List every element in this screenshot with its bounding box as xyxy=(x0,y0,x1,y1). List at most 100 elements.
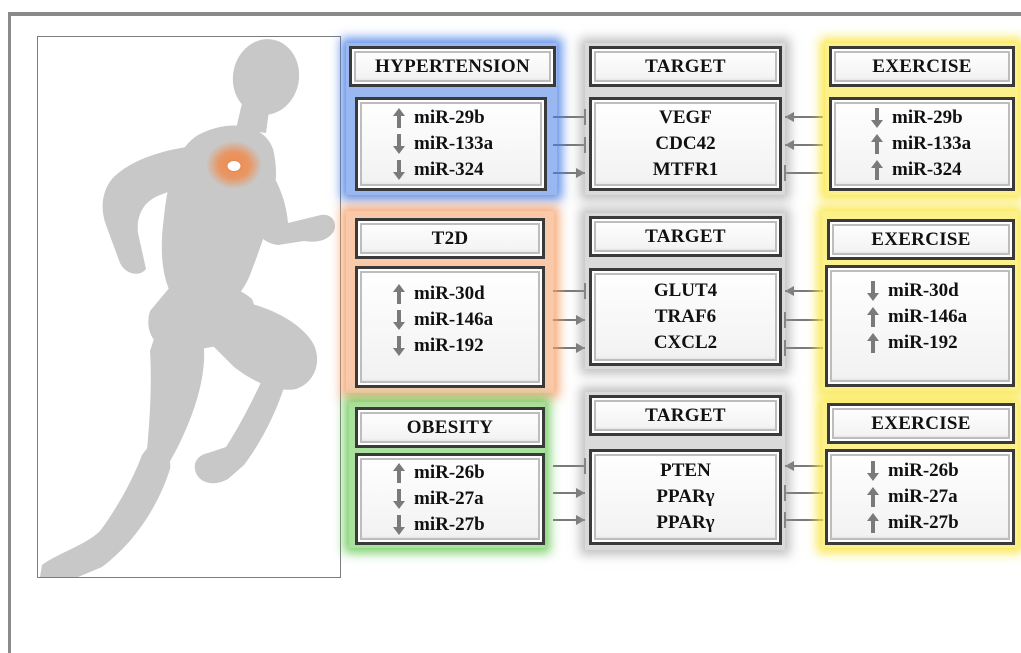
exercise-2-mir-row-1: miR-30d xyxy=(866,278,1012,304)
hypertension-mirna-box: miR-29b miR-133a miR-324 xyxy=(355,97,547,191)
down-arrow-icon xyxy=(392,310,406,330)
inhibition-bar-left-2-1 xyxy=(553,283,586,299)
exercise-1-mir-row-1: miR-29b xyxy=(870,105,1012,131)
target-1-1: VEGF xyxy=(659,107,712,128)
inhibition-bar-left-1-1 xyxy=(553,109,586,125)
obesity-label: OBESITY xyxy=(406,416,494,438)
up-arrow-icon xyxy=(392,108,406,128)
activation-arrow-left-1-3 xyxy=(553,168,585,178)
inhibition-bar-right-2-2 xyxy=(784,312,823,328)
down-arrow-icon xyxy=(392,336,406,356)
activation-arrow-left-2-2 xyxy=(553,315,585,325)
exercise-2-mir-1: miR-30d xyxy=(888,280,959,301)
inhibition-bar-left-3-1 xyxy=(553,458,586,474)
exercise-label-2: EXERCISE xyxy=(871,228,971,250)
obesity-mir-row-1: miR-26b xyxy=(392,460,542,486)
activation-arrow-left-3-3 xyxy=(553,515,585,525)
obesity-mir-row-3: miR-27b xyxy=(392,512,542,538)
activation-arrow-right-1-2 xyxy=(785,140,823,150)
inhibition-bar-right-3-2 xyxy=(784,485,823,501)
hypertension-mir-row-3: miR-324 xyxy=(392,157,544,183)
up-arrow-icon xyxy=(866,333,880,353)
down-arrow-icon xyxy=(392,134,406,154)
t2d-mir-1: miR-30d xyxy=(414,283,485,304)
target-label-2: TARGET xyxy=(645,225,726,247)
hypertension-mir-3: miR-324 xyxy=(414,159,484,180)
target-label-3: TARGET xyxy=(645,404,726,426)
heart-dot-icon xyxy=(226,160,242,172)
t2d-label: T2D xyxy=(431,227,469,249)
exercise-mirna-box-3: miR-26b miR-27a miR-27b xyxy=(825,449,1015,545)
t2d-mir-row-1: miR-30d xyxy=(392,281,542,307)
hypertension-mir-row-1: miR-29b xyxy=(392,105,544,131)
exercise-2-mir-row-2: miR-146a xyxy=(866,304,1012,330)
exercise-2-mir-2: miR-146a xyxy=(888,306,968,327)
target-1-3: MTFR1 xyxy=(652,159,719,180)
target-1-2: CDC42 xyxy=(655,133,716,154)
target-box-1: VEGF CDC42 MTFR1 xyxy=(589,97,782,191)
exercise-header-2: EXERCISE xyxy=(827,219,1015,260)
exercise-3-mir-row-3: miR-27b xyxy=(866,510,1012,536)
up-arrow-icon xyxy=(392,284,406,304)
target-2-3: CXCL2 xyxy=(653,332,718,353)
activation-arrow-left-3-2 xyxy=(553,488,585,498)
target-label-1: TARGET xyxy=(645,55,726,77)
activation-arrow-right-3-1 xyxy=(785,461,823,471)
frame-left-border xyxy=(8,12,11,653)
hypertension-mir-row-2: miR-133a xyxy=(392,131,544,157)
obesity-mir-1: miR-26b xyxy=(414,462,485,483)
target-3-1: PTEN xyxy=(660,460,711,481)
up-arrow-icon xyxy=(870,134,884,154)
t2d-mirna-box: miR-30d miR-146a miR-192 xyxy=(355,266,545,388)
exercise-3-mir-3: miR-27b xyxy=(888,512,959,533)
exercise-header-3: EXERCISE xyxy=(827,403,1015,444)
exercise-1-mir-1: miR-29b xyxy=(892,107,963,128)
target-header-3: TARGET xyxy=(589,395,782,436)
target-header-2: TARGET xyxy=(589,216,782,257)
exercise-label-3: EXERCISE xyxy=(871,412,971,434)
activation-arrow-right-2-1 xyxy=(785,286,823,296)
exercise-3-mir-row-2: miR-27a xyxy=(866,484,1012,510)
hypertension-mir-1: miR-29b xyxy=(414,107,485,128)
up-arrow-icon xyxy=(392,463,406,483)
runner-illustration-panel xyxy=(37,36,341,578)
exercise-3-mir-1: miR-26b xyxy=(888,460,959,481)
activation-arrow-left-2-3 xyxy=(553,343,585,353)
hypertension-header: HYPERTENSION xyxy=(349,46,556,87)
inhibition-bar-right-2-3 xyxy=(784,340,823,356)
down-arrow-icon xyxy=(866,461,880,481)
target-2-2: TRAF6 xyxy=(654,306,717,327)
exercise-2-mir-row-3: miR-192 xyxy=(866,330,1012,356)
t2d-header: T2D xyxy=(355,218,545,259)
inhibition-bar-right-1-3 xyxy=(784,165,823,181)
obesity-mir-2: miR-27a xyxy=(414,488,484,509)
running-man-icon xyxy=(40,39,336,577)
exercise-mirna-box-1: miR-29b miR-133a miR-324 xyxy=(829,97,1015,191)
target-3-2: PPARγ xyxy=(656,486,715,507)
inhibition-bar-right-3-3 xyxy=(784,512,823,528)
target-box-3: PTEN PPARγ PPARγ xyxy=(589,449,782,545)
target-header-1: TARGET xyxy=(589,46,782,87)
hypertension-mir-2: miR-133a xyxy=(414,133,494,154)
exercise-1-mir-3: miR-324 xyxy=(892,159,962,180)
up-arrow-icon xyxy=(866,487,880,507)
t2d-mir-row-2: miR-146a xyxy=(392,307,542,333)
target-box-2: GLUT4 TRAF6 CXCL2 xyxy=(589,268,782,366)
exercise-1-mir-2: miR-133a xyxy=(892,133,972,154)
obesity-mirna-box: miR-26b miR-27a miR-27b xyxy=(355,453,545,545)
down-arrow-icon xyxy=(866,281,880,301)
target-3-3: PPARγ xyxy=(656,512,715,533)
activation-arrow-right-1-1 xyxy=(785,112,823,122)
down-arrow-icon xyxy=(392,515,406,535)
down-arrow-icon xyxy=(392,489,406,509)
obesity-header: OBESITY xyxy=(355,407,545,448)
frame-top-border xyxy=(8,12,1021,16)
t2d-mir-3: miR-192 xyxy=(414,335,484,356)
exercise-3-mir-row-1: miR-26b xyxy=(866,458,1012,484)
exercise-1-mir-row-2: miR-133a xyxy=(870,131,1012,157)
up-arrow-icon xyxy=(866,513,880,533)
exercise-1-mir-row-3: miR-324 xyxy=(870,157,1012,183)
inhibition-bar-left-1-2 xyxy=(553,137,586,153)
target-2-1: GLUT4 xyxy=(653,280,718,301)
